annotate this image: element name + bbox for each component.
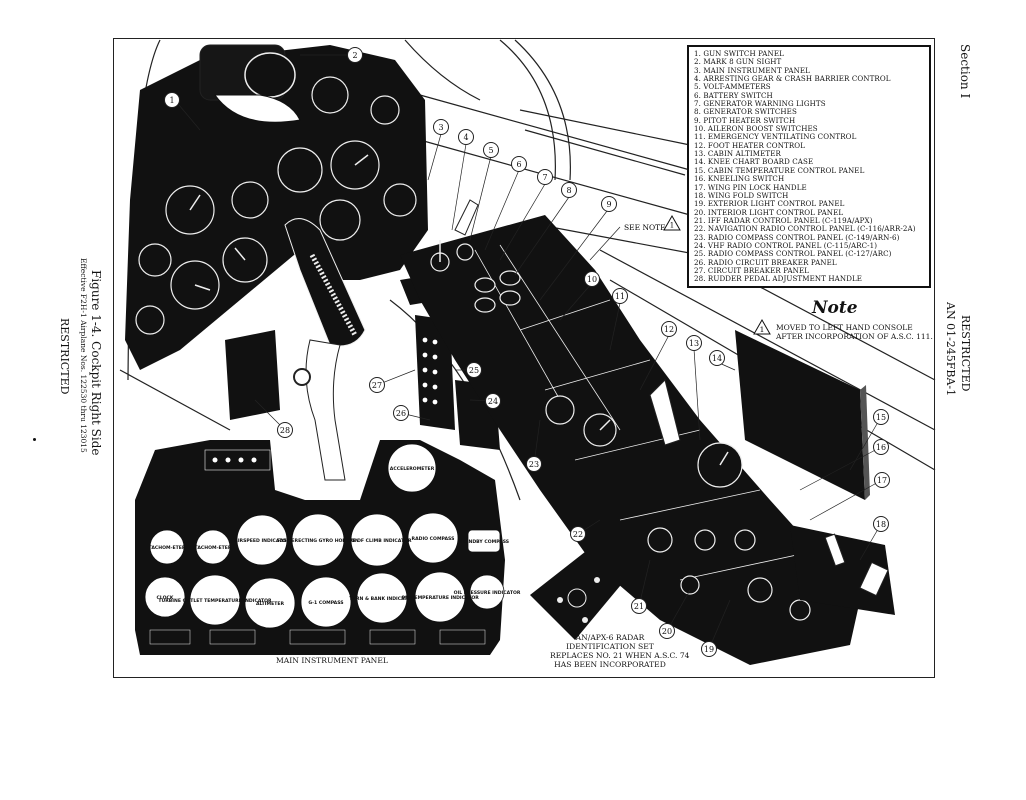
callout-8: 8 (566, 186, 571, 195)
legend-item: 9. PITOT HEATER SWITCH (694, 115, 796, 125)
gauge-tachometer-1: TACHOM-ETER (149, 545, 186, 551)
gauge-g1-compass: G-1 COMPASS (308, 600, 343, 606)
note-line-2: AFTER INCORPORATION OF A.S.C. 111. (776, 332, 933, 341)
callout-25: 25 (469, 366, 479, 375)
gauge-rate-of-climb: RATE OF CLIMB INDICATOR (342, 538, 412, 544)
gauge-altimeter: ALTIMETER (256, 601, 285, 607)
legend-item: 28. RUDDER PEDAL ADJUSTMENT HANDLE (694, 274, 863, 284)
radar-note: AN/APX-6 RADAR IDENTIFICATION SET REPLAC… (550, 633, 690, 669)
gauge-radio-compass: RADIO COMPASS (412, 536, 455, 542)
gauge-oil-temp: OIL TEMPERATURE INDICATOR (401, 595, 479, 601)
callout-13: 13 (689, 339, 699, 348)
legend-item: 12. FOOT HEATER CONTROL (694, 140, 806, 150)
callout-5: 5 (488, 146, 493, 155)
legend-item: 26. RADIO CIRCUIT BREAKER PANEL (694, 257, 837, 267)
callout-17: 17 (877, 476, 887, 485)
note-line-1: MOVED TO LEFT HAND CONSOLE (776, 323, 913, 332)
callout-10: 10 (587, 275, 597, 284)
callout-18: 18 (876, 520, 886, 529)
callout-2: 2 (352, 51, 357, 60)
legend-item: 5. VOLT-AMMETERS (694, 82, 771, 92)
legend-item: 15. CABIN TEMPERATURE CONTROL PANEL (694, 165, 865, 175)
gauge-clock: CLOCK (157, 595, 174, 601)
legend-item: 7. GENERATOR WARNING LIGHTS (694, 99, 826, 109)
gauge-accelerometer: ACCELEROMETER (390, 466, 435, 472)
callout-12: 12 (664, 325, 674, 334)
callout-22: 22 (573, 530, 583, 539)
callout-4: 4 (463, 133, 468, 142)
note-warning-icon: 1 (753, 318, 771, 335)
callout-14: 14 (712, 354, 722, 363)
legend-item: 25. RADIO COMPASS CONTROL PANEL (C-127/A… (694, 249, 892, 259)
legend-item: 10. AILERON BOOST SWITCHES (694, 124, 818, 134)
radar-note-line-4: HAS BEEN INCORPORATED (554, 660, 666, 669)
legend-item: 6. BATTERY SWITCH (694, 90, 773, 100)
legend-item: 24. VHF RADIO CONTROL PANEL (C-115/ARC-1… (694, 240, 878, 250)
callout-28: 28 (280, 426, 290, 435)
legend-item: 19. EXTERIOR LIGHT CONTROL PANEL (694, 199, 845, 209)
radar-note-line-2: IDENTIFICATION SET (566, 642, 654, 651)
legend-item: 14. KNEE CHART BOARD CASE (694, 157, 814, 167)
callout-6: 6 (516, 160, 521, 169)
see-note-symbol: 1 (670, 222, 674, 230)
callout-7: 7 (542, 173, 547, 182)
gauge-airspeed: AIRSPEED INDICATOR (234, 538, 290, 544)
callout-1: 1 (169, 96, 174, 105)
legend-item: 16. KNEELING SWITCH (694, 174, 785, 184)
callout-15: 15 (876, 413, 886, 422)
right-console (400, 215, 860, 665)
callout-16: 16 (876, 443, 886, 452)
legend-item: 1. GUN SWITCH PANEL (694, 49, 784, 58)
legend-item: 13. CABIN ALTIMETER (694, 149, 781, 159)
callout-3: 3 (438, 123, 443, 132)
radar-note-line-1: AN/APX-6 RADAR (575, 633, 645, 642)
note-symbol: 1 (760, 325, 765, 334)
figure-frame (113, 38, 935, 678)
radar-note-line-3: REPLACES NO. 21 WHEN A.S.C. 74 (550, 651, 690, 660)
gauge-turn-bank: TURN & BANK INDICATOR (349, 596, 415, 602)
callouts: 1 2 3 4 5 6 7 8 9 10 11 12 13 14 15 16 1… (164, 47, 890, 657)
legend-box: 1. GUN SWITCH PANEL 2. MARK 8 GUN SIGHT … (687, 45, 931, 288)
legend-item: 17. WING PIN LOCK HANDLE (694, 182, 807, 192)
callout-23: 23 (529, 460, 539, 469)
legend-item: 2. MARK 8 GUN SIGHT (694, 57, 782, 67)
legend-item: 18. WING FOLD SWITCH (694, 190, 789, 200)
gauge-turbine-temp: TURBINE OUTLET TEMPERATURE INDICATOR (158, 598, 272, 604)
callout-27: 27 (372, 381, 382, 390)
knee-chart-board-case (735, 330, 865, 500)
callout-24: 24 (488, 397, 498, 406)
callout-19: 19 (704, 645, 714, 654)
legend-item: 21. IFF RADAR CONTROL PANEL (C-119A/APX) (694, 215, 873, 225)
gauge-standby-compass: STANDBY COMPASS (459, 539, 509, 545)
callout-9: 9 (606, 200, 611, 209)
legend-item: 27. CIRCUIT BREAKER PANEL (694, 265, 810, 275)
gauge-tachometer-2: TACHOM-ETER (195, 545, 232, 551)
callout-11: 11 (615, 292, 625, 301)
legend-item: 23. RADIO COMPASS CONTROL PANEL (C-149/A… (694, 232, 900, 242)
rudder-pedal-panel (225, 330, 280, 420)
legend-item: 22. NAVIGATION RADIO CONTROL PANEL (C-11… (694, 224, 916, 234)
gauge-oil-pressure: OIL PRESSURE INDICATOR (454, 590, 521, 596)
legend-item: 3. MAIN INSTRUMENT PANEL (694, 65, 810, 75)
main-panel-label: MAIN INSTRUMENT PANEL (276, 656, 388, 665)
callout-26: 26 (396, 409, 406, 418)
note-title: Note (812, 298, 858, 318)
gauge-gyro-horizon: FAST ERECTING GYRO HORIZON (277, 538, 359, 544)
see-note-label: SEE NOTE (624, 223, 666, 232)
legend-item: 4. ARRESTING GEAR & CRASH BARRIER CONTRO… (694, 74, 891, 84)
legend-item: 20. INTERIOR LIGHT CONTROL PANEL (694, 207, 844, 217)
callout-20: 20 (662, 627, 672, 636)
callout-21: 21 (634, 602, 644, 611)
page-dot (33, 438, 36, 441)
note-text: MOVED TO LEFT HAND CONSOLE AFTER INCORPO… (776, 323, 933, 341)
legend-item: 11. EMERGENCY VENTILATING CONTROL (694, 132, 857, 142)
legend-item: 8. GENERATOR SWITCHES (694, 107, 797, 117)
